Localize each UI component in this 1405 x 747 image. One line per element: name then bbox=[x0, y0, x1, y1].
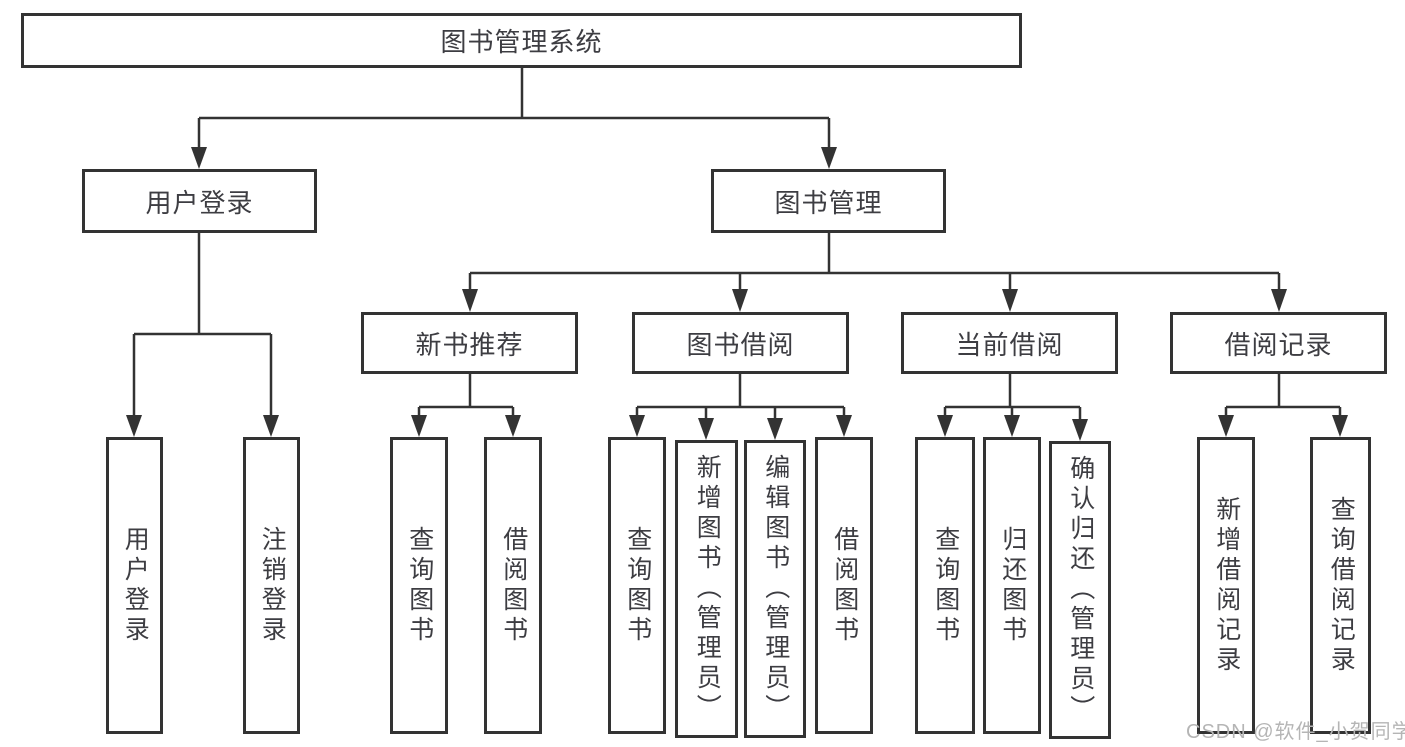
leaf-borrow-books-recommend: 借阅图书 bbox=[484, 437, 542, 734]
node-book-management: 图书管理 bbox=[711, 169, 946, 233]
leaf-confirm-return-admin-label: 确认归还（管理员） bbox=[1066, 455, 1095, 725]
node-book-borrowing: 图书借阅 bbox=[632, 312, 849, 374]
node-user-login: 用户登录 bbox=[82, 169, 317, 233]
leaf-confirm-return-admin: 确认归还（管理员） bbox=[1049, 441, 1111, 739]
leaf-add-borrow-record: 新增借阅记录 bbox=[1197, 437, 1255, 734]
leaf-edit-book-admin-label: 编辑图书（管理员） bbox=[761, 454, 790, 724]
arrowheads bbox=[126, 147, 1348, 441]
leaf-return-books-label: 归还图书 bbox=[998, 525, 1027, 646]
leaf-user-login-label: 用户登录 bbox=[121, 525, 150, 646]
leaf-query-borrow-record: 查询借阅记录 bbox=[1310, 437, 1371, 734]
leaf-add-borrow-record-label: 新增借阅记录 bbox=[1212, 495, 1241, 676]
node-current-borrowing: 当前借阅 bbox=[901, 312, 1118, 374]
leaf-borrow-books-borrowing-label: 借阅图书 bbox=[830, 525, 859, 646]
leaf-logout: 注销登录 bbox=[243, 437, 300, 734]
csdn-watermark: CSDN @软件_小贺同学 bbox=[1186, 721, 1405, 743]
leaf-edit-book-admin: 编辑图书（管理员） bbox=[744, 440, 806, 738]
leaf-add-book-admin-label: 新增图书（管理员） bbox=[693, 454, 722, 724]
leaf-query-books-borrowing: 查询图书 bbox=[608, 437, 666, 734]
leaf-borrow-books-recommend-label: 借阅图书 bbox=[499, 525, 528, 646]
leaf-user-login: 用户登录 bbox=[106, 437, 163, 734]
node-book-management-label: 图书管理 bbox=[774, 187, 883, 218]
leaf-logout-label: 注销登录 bbox=[258, 525, 287, 646]
node-borrowing-records-label: 借阅记录 bbox=[1224, 329, 1333, 360]
leaf-add-book-admin: 新增图书（管理员） bbox=[675, 440, 738, 738]
leaf-query-books-current-label: 查询图书 bbox=[931, 525, 960, 646]
leaf-query-books-current: 查询图书 bbox=[915, 437, 975, 734]
node-borrowing-records: 借阅记录 bbox=[1170, 312, 1387, 374]
node-new-book-recommend-label: 新书推荐 bbox=[415, 329, 524, 360]
node-root: 图书管理系统 bbox=[21, 13, 1022, 68]
leaf-query-books-recommend-label: 查询图书 bbox=[405, 525, 434, 646]
node-book-borrowing-label: 图书借阅 bbox=[686, 329, 795, 360]
node-current-borrowing-label: 当前借阅 bbox=[955, 329, 1064, 360]
node-user-login-label: 用户登录 bbox=[145, 187, 254, 218]
leaf-return-books: 归还图书 bbox=[983, 437, 1041, 734]
leaf-query-books-borrowing-label: 查询图书 bbox=[623, 525, 652, 646]
leaf-borrow-books-borrowing: 借阅图书 bbox=[815, 437, 873, 734]
node-new-book-recommend: 新书推荐 bbox=[361, 312, 578, 374]
node-root-label: 图书管理系统 bbox=[440, 27, 603, 57]
leaf-query-borrow-record-label: 查询借阅记录 bbox=[1327, 495, 1356, 676]
leaf-query-books-recommend: 查询图书 bbox=[390, 437, 448, 734]
